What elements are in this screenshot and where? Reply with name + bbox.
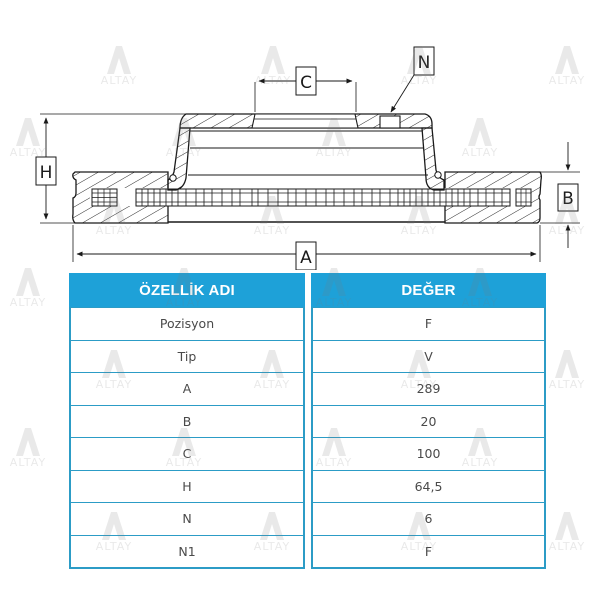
dimension-a: A	[72, 225, 541, 270]
table-row-name: Pozisyon	[71, 307, 303, 340]
watermark-logo: ALTAY	[4, 428, 52, 474]
header-property-name: ÖZELLİK ADI	[69, 273, 305, 307]
dimension-n: N	[390, 46, 435, 113]
table-row-name: N	[71, 502, 303, 535]
table-row-value: F	[313, 534, 544, 568]
dimension-label-b: B	[562, 189, 574, 209]
table-row-value: 100	[313, 437, 544, 470]
spec-table-values: DEĞER F V 289 20 100 64,5 6 F	[311, 273, 546, 569]
table-row-name: N1	[71, 534, 303, 568]
vent-channels	[90, 188, 532, 207]
dimension-h: H	[35, 113, 186, 224]
dimension-label-c: C	[300, 73, 312, 93]
table-row-name: Tip	[71, 339, 303, 373]
table-row-name: H	[71, 469, 303, 503]
dimension-b: B	[540, 142, 580, 248]
table-row-value: V	[313, 339, 544, 373]
table-row-value: F	[313, 307, 544, 340]
table-row-name: A	[71, 372, 303, 405]
header-value: DEĞER	[311, 273, 546, 307]
table-row-name: C	[71, 437, 303, 470]
table-row-value: 64,5	[313, 469, 544, 503]
table-row-name: B	[71, 404, 303, 438]
disc-hub	[167, 113, 446, 223]
watermark-logo: ALTAY	[543, 350, 591, 396]
altay-logo-icon	[555, 512, 579, 540]
altay-logo-icon	[555, 350, 579, 378]
table-row-value: 6	[313, 502, 544, 535]
dimension-label-h: H	[40, 163, 53, 183]
altay-logo-icon	[16, 268, 40, 296]
table-row-value: 289	[313, 372, 544, 405]
altay-logo-icon	[16, 428, 40, 456]
table-row-value: 20	[313, 404, 544, 438]
dimension-c: C	[254, 66, 357, 112]
watermark-logo: ALTAY	[4, 268, 52, 314]
spec-table-names: ÖZELLİK ADI Pozisyon Tip A B C H N N1	[69, 273, 305, 569]
dimension-label-a: A	[300, 248, 312, 268]
brake-disc-drawing: H B C N	[35, 46, 580, 270]
watermark-logo: ALTAY	[543, 512, 591, 558]
dimension-label-n: N	[418, 53, 431, 73]
